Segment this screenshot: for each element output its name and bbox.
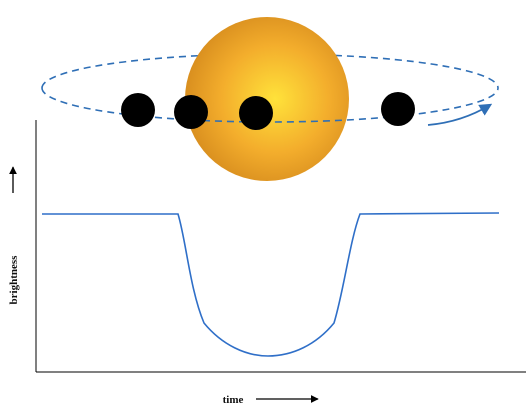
star [185, 17, 349, 181]
orbit-front-path [41, 87, 499, 123]
planet-after-transit [381, 92, 415, 126]
orbit-back-path [41, 53, 499, 89]
y-axis-label: brightness [8, 255, 20, 305]
planet-mid-transit [239, 96, 273, 130]
light-curve [42, 212, 500, 357]
x-axis-label: time [223, 394, 244, 406]
orbit-direction-arrow [427, 103, 493, 126]
planet-ingress [174, 95, 208, 129]
planet-before-transit [121, 93, 155, 127]
